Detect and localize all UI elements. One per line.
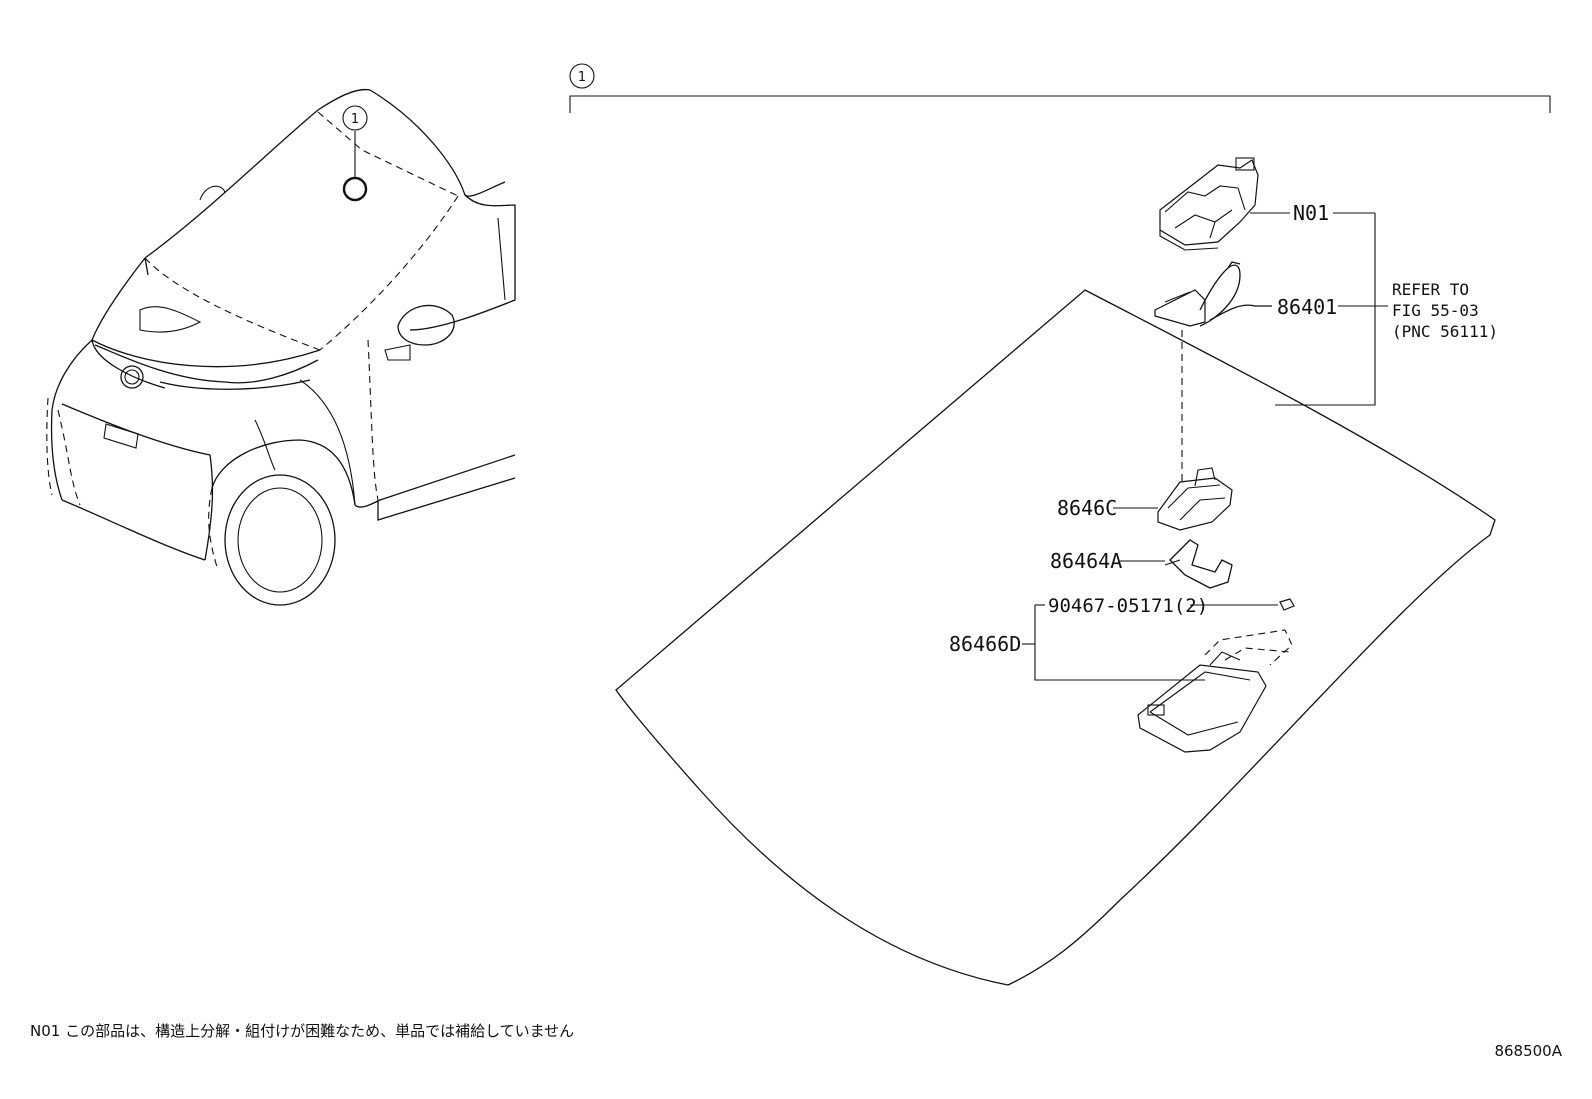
label-86401: 86401 — [1277, 295, 1337, 319]
reference-line-3: (PNC 56111) — [1392, 322, 1498, 341]
assembly-bracket: 1 — [569, 63, 1551, 113]
windshield-glass — [615, 289, 1496, 986]
windshield-location-marker — [342, 176, 368, 202]
reference-line-1: REFER TO — [1392, 280, 1469, 299]
callout-ref-circle-main — [569, 63, 595, 89]
part-90467-clip: 90467-05171(2) — [1035, 595, 1295, 617]
callout-ref-circle-car — [342, 105, 368, 131]
reference-bracket: REFER TO FIG 55-03 (PNC 56111) — [1275, 213, 1498, 406]
part-86466d-cover: 86466D — [949, 605, 1293, 753]
diagram-code: 868500A — [1494, 1042, 1562, 1060]
label-8646c: 8646C — [1057, 496, 1117, 520]
part-86464a-clip: 86464A — [1050, 539, 1233, 589]
callout-ref-number-main: 1 — [578, 70, 586, 85]
vehicle-overview: 1 — [46, 88, 516, 606]
callout-ref-number-car: 1 — [351, 112, 359, 127]
label-86466d: 86466D — [949, 632, 1021, 656]
footnote-text: N01 この部品は、構造上分解・組付けが困難なため、単品では補給していません — [30, 1022, 575, 1040]
label-90467: 90467-05171(2) — [1048, 595, 1208, 617]
label-86464a: 86464A — [1050, 549, 1122, 573]
part-8646c-bracket: 8646C — [1057, 467, 1233, 531]
reference-line-2: FIG 55-03 — [1392, 301, 1479, 320]
part-86401-harness: 86401 — [1154, 261, 1388, 490]
part-n01-camera-unit: N01 — [1159, 157, 1375, 251]
label-n01: N01 — [1293, 201, 1329, 225]
